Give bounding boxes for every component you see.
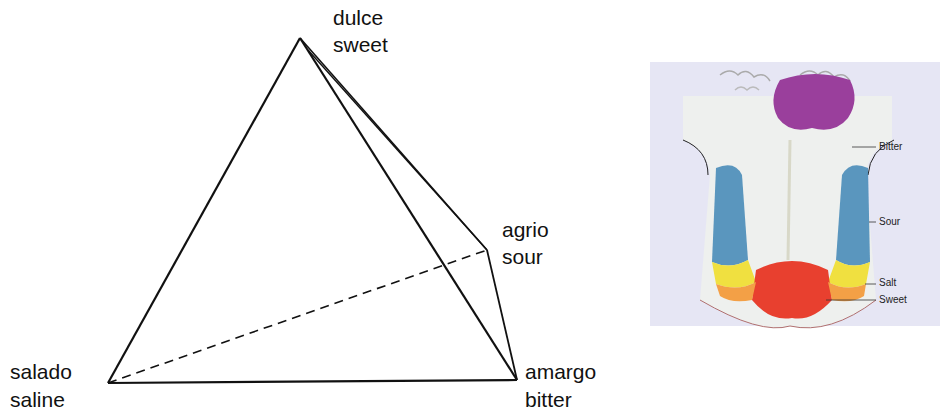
vertex-label: sour — [502, 245, 543, 268]
tongue-label: Bitter — [879, 141, 902, 152]
taste-tetrahedron — [108, 38, 517, 383]
tongue-label: Sweet — [879, 294, 907, 305]
tongue-label: Sour — [879, 216, 900, 227]
vertex-label: dulce — [333, 6, 383, 29]
tongue-map — [650, 62, 940, 328]
vertex-label: salado — [10, 360, 72, 383]
vertex-label: agrio — [502, 218, 549, 241]
vertex-label: amargo — [525, 360, 596, 383]
tongue-label: Salt — [879, 277, 896, 288]
vertex-label: saline — [10, 388, 65, 411]
vertex-label: sweet — [333, 33, 388, 56]
vertex-label: bitter — [525, 388, 572, 411]
